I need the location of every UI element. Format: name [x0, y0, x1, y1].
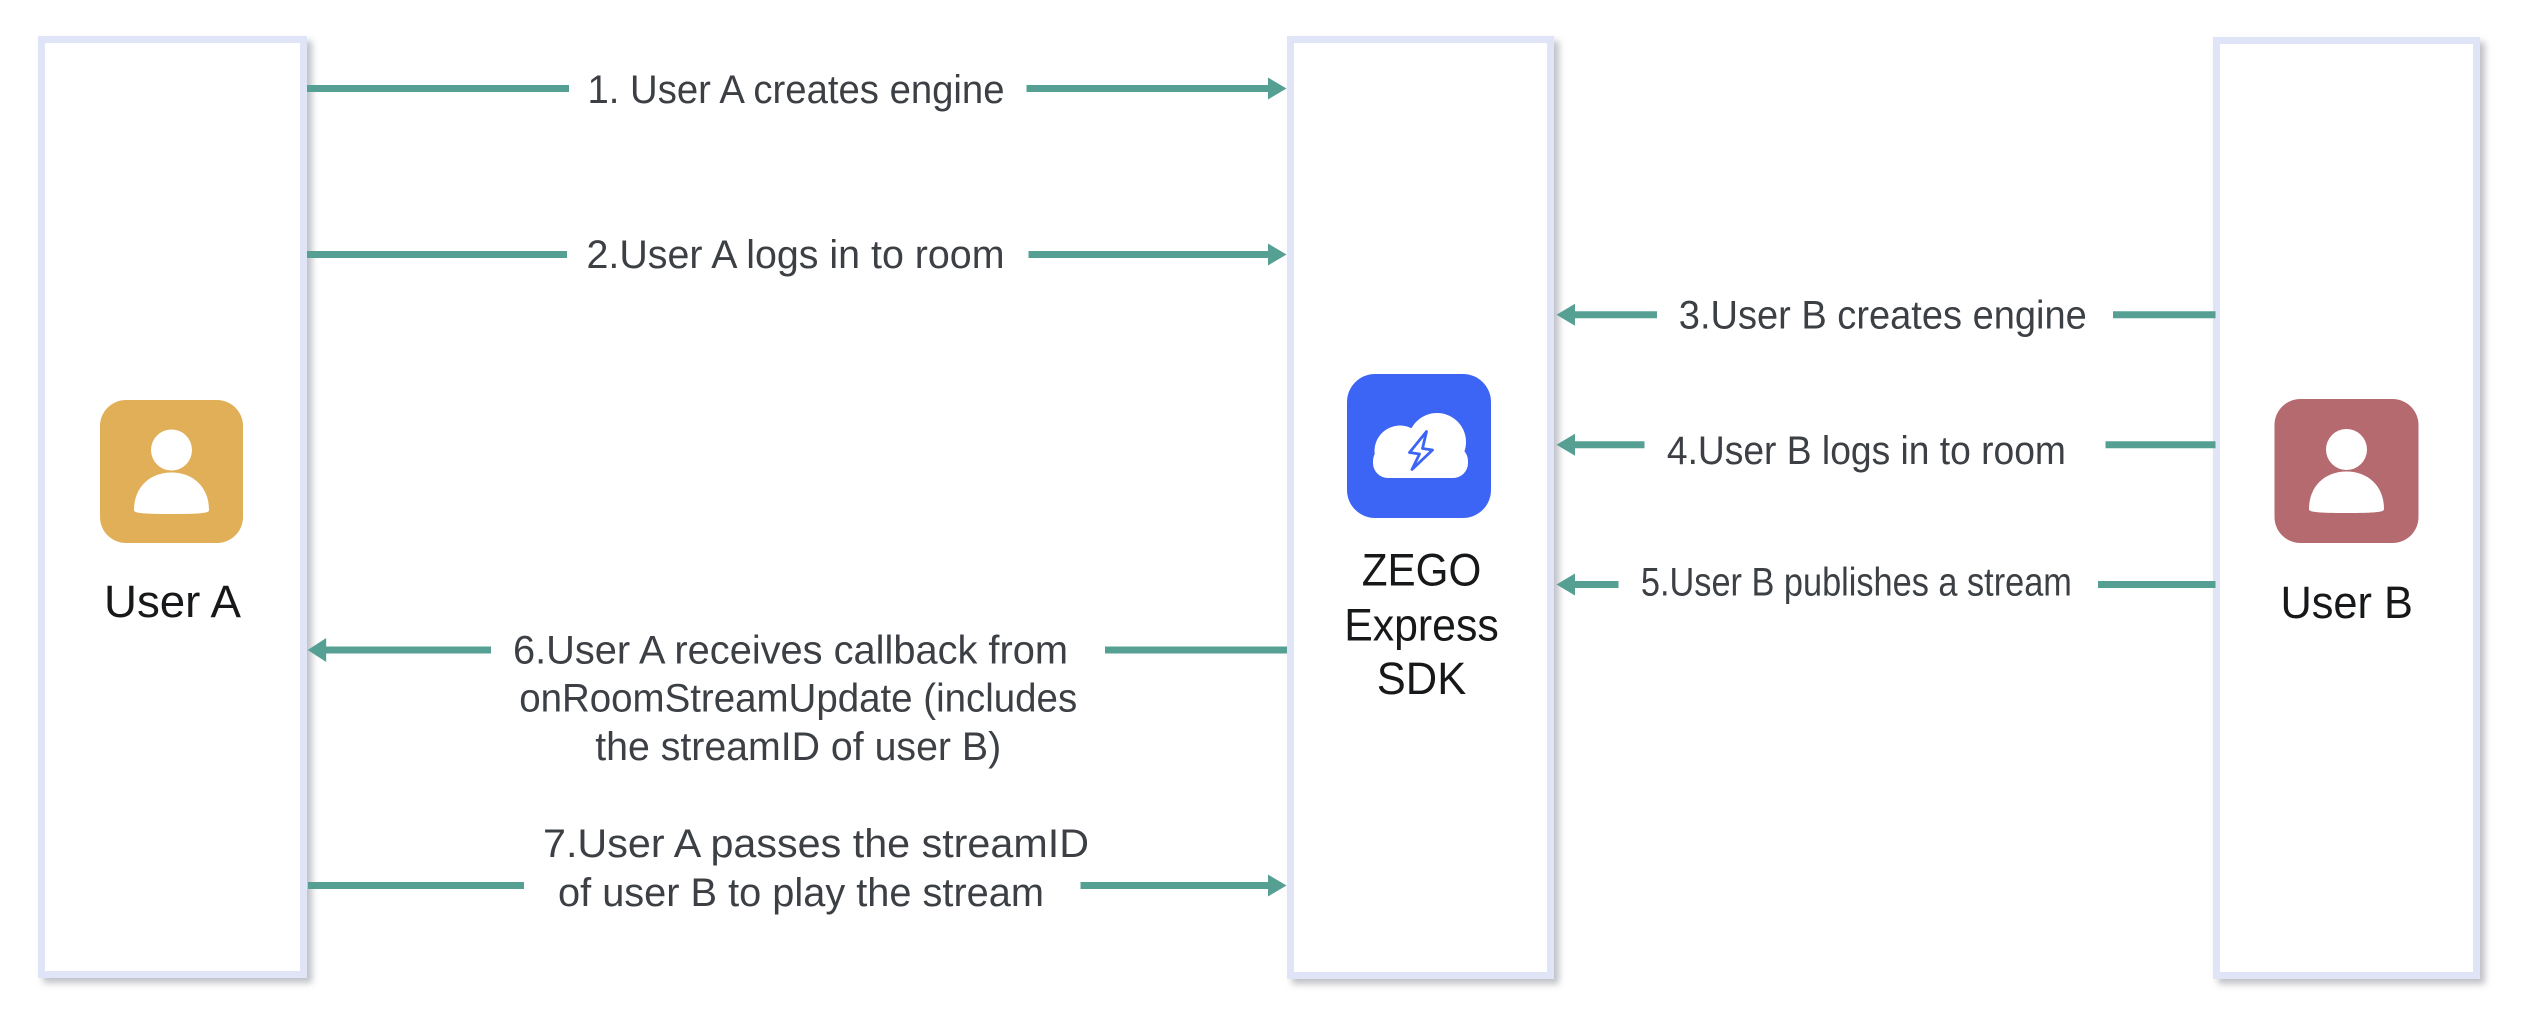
svg-text:ZEGO: ZEGO [1362, 545, 1482, 596]
svg-text:4.User B logs in to room: 4.User B logs in to room [1667, 429, 2066, 473]
svg-text:User A: User A [104, 576, 241, 627]
svg-text:the streamID of user B): the streamID of user B) [595, 725, 1001, 769]
svg-text:1. User A creates engine: 1. User A creates engine [588, 68, 1005, 112]
svg-text:User B: User B [2280, 577, 2413, 628]
svg-text:of user B to play the stream: of user B to play the stream [558, 871, 1044, 915]
svg-text:2.User A logs in to room: 2.User A logs in to room [587, 233, 1005, 277]
svg-text:3.User B creates engine: 3.User B creates engine [1679, 294, 2087, 338]
svg-text:SDK: SDK [1377, 653, 1466, 704]
svg-text:onRoomStreamUpdate (includes: onRoomStreamUpdate (includes [519, 677, 1077, 721]
svg-text:5.User B publishes a stream: 5.User B publishes a stream [1641, 561, 2072, 605]
svg-text:6.User A receives callback fro: 6.User A receives callback from [513, 629, 1068, 673]
svg-text:7.User A passes the streamID: 7.User A passes the streamID [543, 822, 1089, 866]
svg-text:Express: Express [1344, 599, 1499, 650]
